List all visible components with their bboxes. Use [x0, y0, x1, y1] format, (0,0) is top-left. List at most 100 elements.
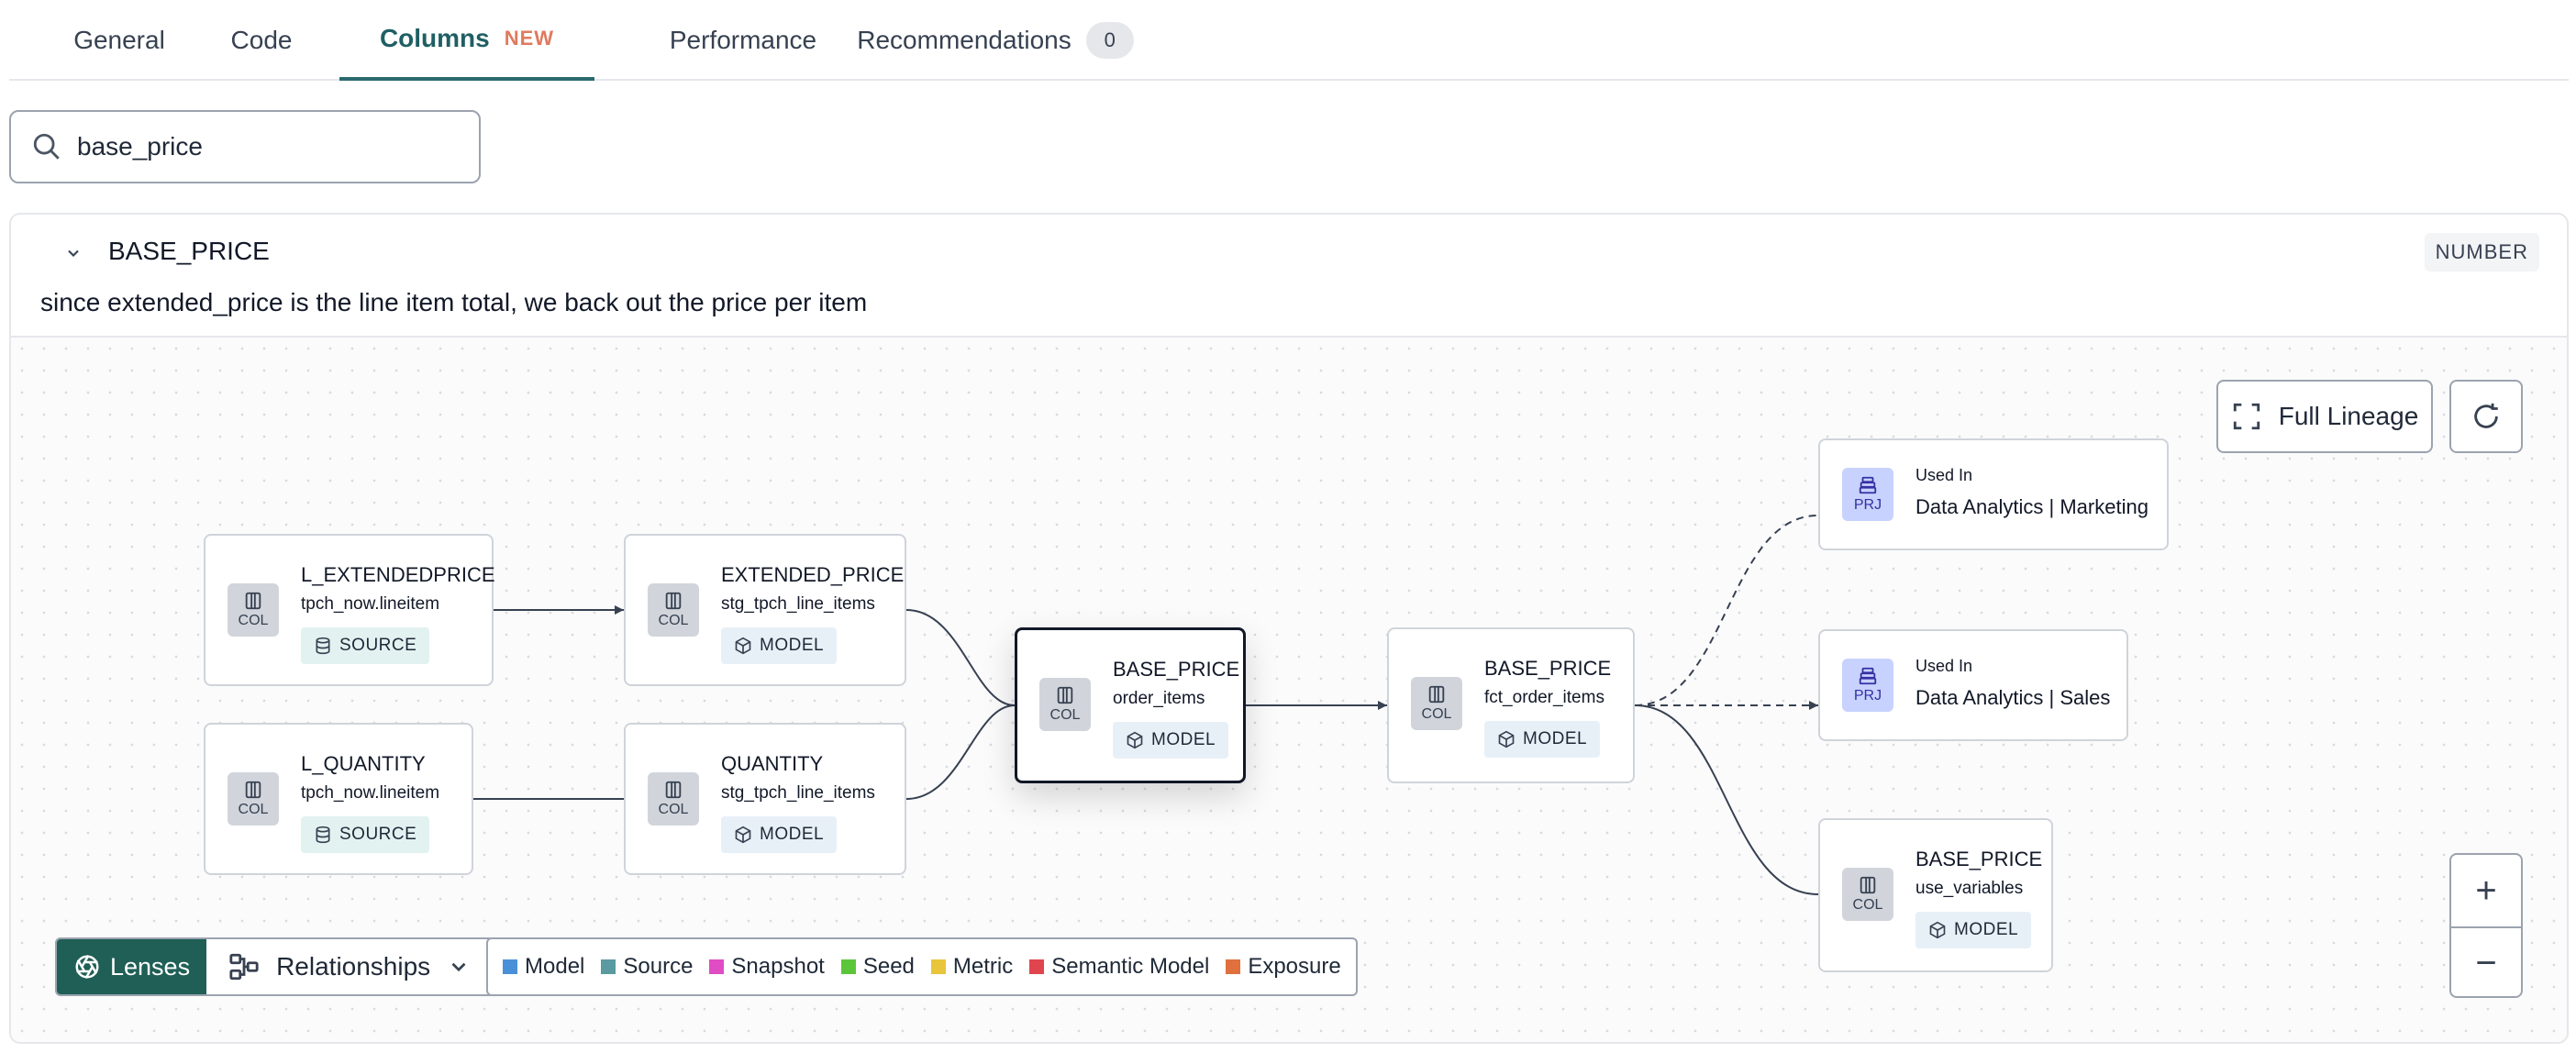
node-tag-label: SOURCE — [339, 825, 417, 844]
legend-swatch — [840, 959, 856, 974]
node-tag: SOURCE — [301, 816, 430, 853]
column-icon: COL — [648, 772, 699, 826]
chevron-down-icon[interactable] — [55, 235, 92, 272]
tab-code[interactable]: Code — [202, 0, 321, 81]
legend-label: Source — [623, 954, 694, 979]
node-tag: MODEL — [1113, 722, 1229, 759]
column-panel: BASE_PRICE NUMBER since extended_price i… — [9, 213, 2569, 1044]
lineage-canvas[interactable]: COL L_EXTENDEDPRICE tpch_now.lineitem SO… — [11, 338, 2567, 1042]
legend-label: Snapshot — [731, 954, 825, 979]
legend-item-snapshot: Snapshot — [709, 954, 825, 980]
legend-swatch — [930, 959, 946, 974]
recommendations-count-badge: 0 — [1085, 22, 1134, 59]
icon-label: COL — [238, 613, 269, 628]
resource-legend: Model Source Snapshot Seed Metric Semant… — [486, 937, 1358, 996]
icon-label: COL — [1852, 897, 1883, 913]
project-icon: PRJ — [1842, 659, 1893, 712]
node-subtitle: order_items — [1113, 689, 1205, 708]
legend-label: Exposure — [1248, 954, 1341, 979]
edge — [905, 704, 1016, 800]
icon-label: COL — [238, 802, 269, 817]
node-tag: MODEL — [721, 627, 838, 664]
lineage-node-project[interactable]: PRJ Used In Data Analytics | Marketing — [1818, 438, 2169, 550]
zoom-in-button[interactable]: + — [2475, 870, 2497, 911]
legend-swatch — [709, 959, 725, 974]
tab-label: Code — [230, 26, 293, 54]
lineage-edges — [473, 515, 1819, 895]
used-in-label: Used In — [1915, 466, 1973, 484]
node-title: L_QUANTITY — [301, 752, 426, 775]
legend-item-seed: Seed — [840, 954, 915, 980]
node-tag: MODEL — [1484, 721, 1601, 758]
lenses-bar: Lenses Relationships — [55, 937, 495, 996]
refresh-button[interactable] — [2449, 380, 2523, 453]
used-in-label: Used In — [1915, 657, 1973, 675]
node-tag: MODEL — [721, 816, 838, 853]
column-icon: COL — [648, 583, 699, 637]
node-subtitle: stg_tpch_line_items — [721, 783, 875, 803]
search-input[interactable] — [77, 132, 462, 161]
cube-icon — [1929, 921, 1946, 939]
relationships-dropdown[interactable]: Relationships — [206, 939, 493, 994]
cube-icon — [735, 826, 751, 844]
column-icon: COL — [1039, 678, 1091, 731]
zoom-out-button[interactable]: − — [2451, 926, 2521, 996]
column-header: BASE_PRICE NUMBER since extended_price i… — [11, 215, 2567, 338]
lineage-node-source[interactable]: COL L_EXTENDEDPRICE tpch_now.lineitem SO… — [204, 534, 495, 686]
column-icon: COL — [228, 772, 279, 826]
full-lineage-button[interactable]: Full Lineage — [2216, 380, 2433, 453]
lineage-node-model[interactable]: COL EXTENDED_PRICE stg_tpch_line_items M… — [624, 534, 906, 686]
expand-icon — [2233, 403, 2260, 430]
edge — [905, 609, 1016, 706]
lenses-button[interactable]: Lenses — [57, 939, 207, 994]
node-subtitle: tpch_now.lineitem — [301, 594, 440, 614]
lineage-node-model[interactable]: COL BASE_PRICE use_variables MODEL — [1818, 818, 2053, 972]
icon-label: PRJ — [1853, 688, 1882, 704]
database-icon — [316, 826, 330, 844]
legend-swatch — [601, 959, 616, 974]
tab-label: Performance — [669, 26, 817, 54]
legend-item-source: Source — [601, 954, 693, 980]
tab-recommendations[interactable]: Recommendations 0 — [844, 0, 1147, 81]
chevron-down-icon — [451, 962, 466, 972]
column-name: BASE_PRICE — [108, 237, 270, 265]
lineage-node-project[interactable]: PRJ Used In Data Analytics | Sales — [1818, 629, 2128, 741]
legend-swatch — [1226, 959, 1241, 974]
lineage-node-model[interactable]: COL BASE_PRICE fct_order_items MODEL — [1387, 627, 1635, 783]
lineage-node-focus[interactable]: COL BASE_PRICE order_items MODEL — [1015, 627, 1246, 783]
new-badge: NEW — [504, 27, 555, 50]
relationships-label: Relationships — [276, 952, 431, 981]
tab-performance[interactable]: Performance — [615, 0, 872, 81]
hierarchy-icon — [229, 953, 259, 981]
cube-icon — [735, 637, 751, 655]
lineage-node-model[interactable]: COL QUANTITY stg_tpch_line_items MODEL — [624, 723, 906, 875]
node-tag-label: SOURCE — [339, 636, 417, 655]
legend-swatch — [1029, 959, 1045, 974]
node-subtitle: stg_tpch_line_items — [721, 594, 875, 614]
column-type-badge: NUMBER — [2424, 233, 2539, 272]
node-title: EXTENDED_PRICE — [721, 563, 905, 586]
node-tag: SOURCE — [301, 627, 430, 664]
lenses-label: Lenses — [110, 952, 191, 981]
legend-item-semantic-model: Semantic Model — [1029, 954, 1209, 980]
node-title: BASE_PRICE — [1915, 848, 2043, 870]
tab-label: General — [73, 26, 165, 54]
column-description: since extended_price is the line item to… — [40, 288, 868, 316]
cube-icon — [1127, 731, 1143, 749]
lineage-node-source[interactable]: COL L_QUANTITY tpch_now.lineitem SOURCE — [204, 723, 473, 875]
legend-item-exposure: Exposure — [1226, 954, 1341, 980]
node-tag-label: MODEL — [760, 636, 825, 655]
column-icon: COL — [1411, 677, 1462, 730]
tab-general[interactable]: General — [46, 0, 193, 81]
edge-dashed — [1634, 515, 1819, 706]
column-search — [9, 110, 481, 183]
tab-label: Recommendations — [857, 26, 1071, 54]
column-icon: COL — [1842, 868, 1893, 921]
icon-label: COL — [658, 613, 689, 628]
database-icon — [316, 637, 330, 655]
node-subtitle: fct_order_items — [1484, 688, 1604, 707]
node-subtitle: use_variables — [1915, 879, 2024, 898]
node-tag-label: MODEL — [1151, 730, 1216, 749]
